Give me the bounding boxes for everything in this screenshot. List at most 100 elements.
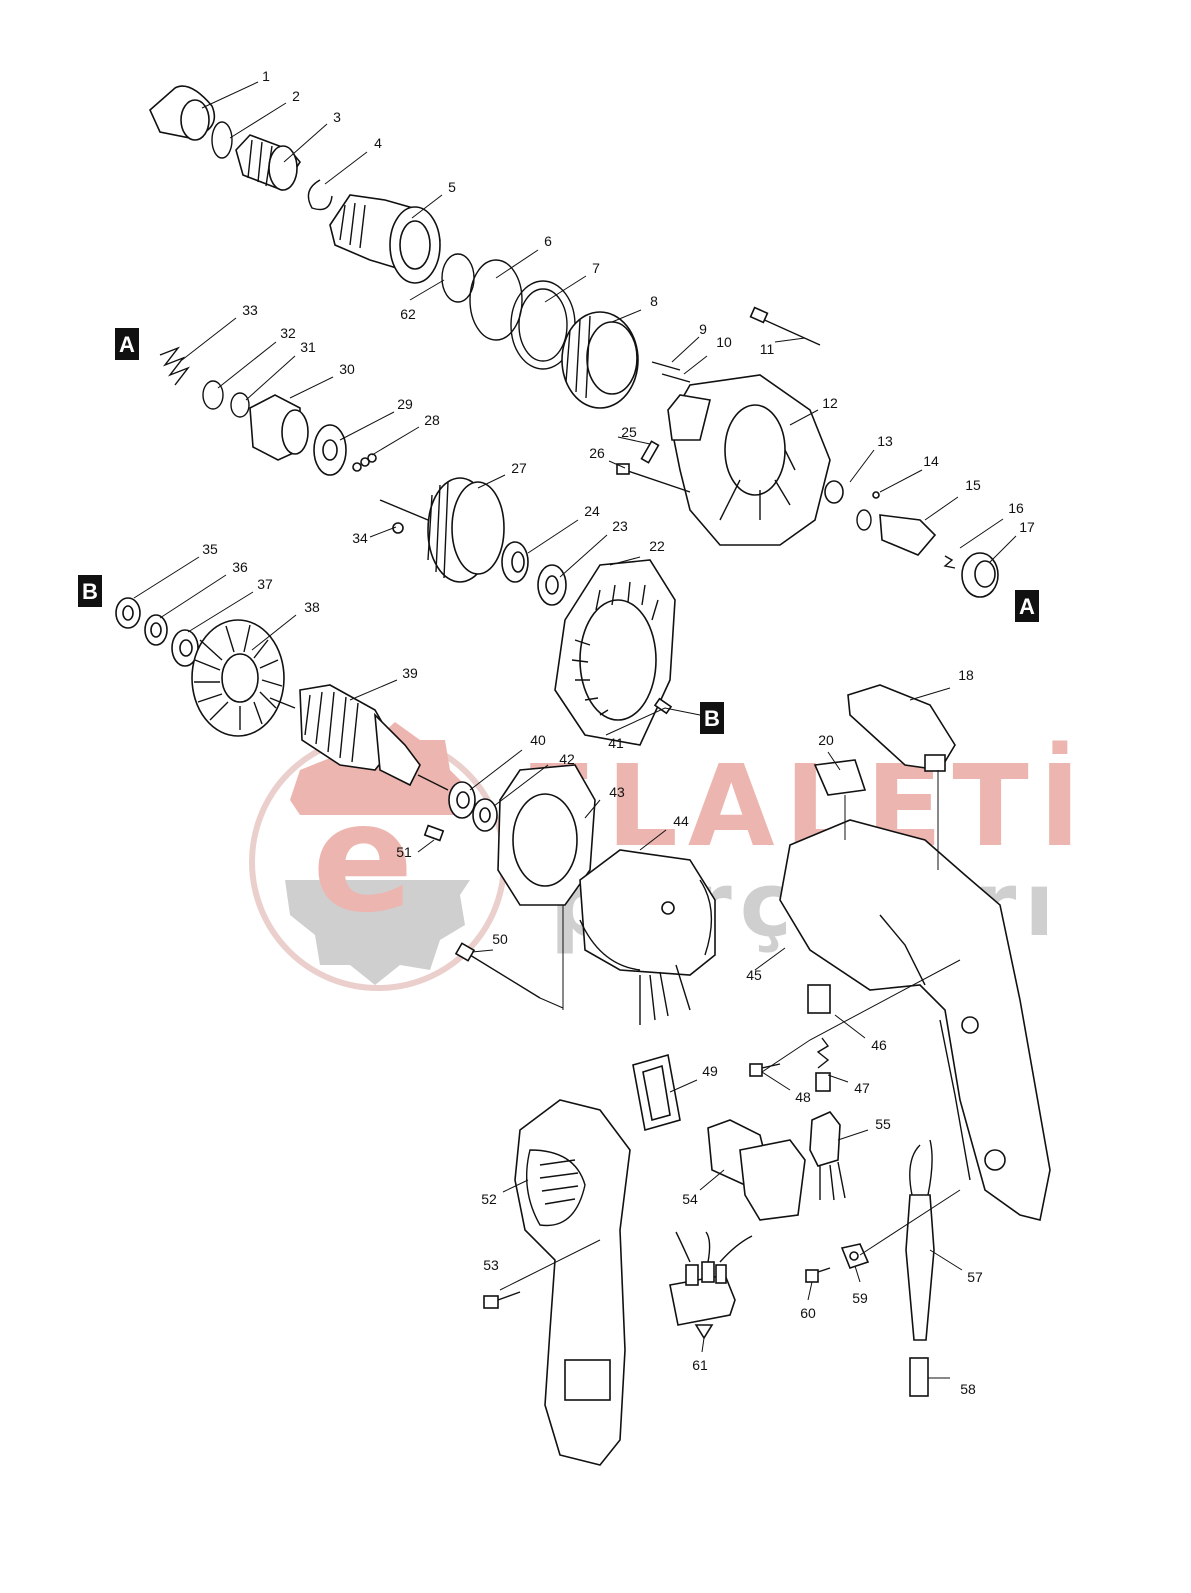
part-36-washer [144,614,168,646]
part-43-baffle [497,764,596,906]
part-label-57: 57 [967,1269,983,1285]
part-label-58: 58 [960,1381,976,1397]
part-label-17: 17 [1019,519,1035,535]
part-label-4: 4 [374,135,382,151]
part-label-16: 16 [1008,500,1024,516]
part-label-14: 14 [923,453,939,469]
part-label-44: 44 [673,813,689,829]
part-label-35: 35 [202,541,218,557]
part-61-switch [669,1231,753,1340]
part-label-36: 36 [232,559,248,575]
part-15-spindle [856,509,937,556]
part-29-washer [313,424,347,476]
part-label-7: 7 [592,260,600,276]
part-16-spring [943,555,956,569]
part-label-30: 30 [339,361,355,377]
part-51-pin [423,824,445,842]
leader-lines [133,81,1017,1379]
part-label-60: 60 [800,1305,816,1321]
part-label-52: 52 [481,1191,497,1207]
part-38-fan [191,619,285,737]
part-5-housing [329,194,441,284]
part-label-5: 5 [448,179,456,195]
part-20-label [813,759,867,796]
part-47-carbon-brush [815,1037,831,1092]
part-23-washer [537,564,567,606]
part-label-26: 26 [589,445,605,461]
part-22-baffle-plate [554,559,676,746]
marker-b-left: B [78,575,102,607]
part-label-62: 62 [400,306,416,322]
part-9-pin [651,361,681,371]
part-label-28: 28 [424,412,440,428]
part-52-handle [514,1099,631,1466]
part-label-61: 61 [692,1357,708,1373]
part-18-cover [847,684,956,772]
part-label-33: 33 [242,302,258,318]
part-44-field [579,849,716,1025]
part-label-24: 24 [584,503,600,519]
part-label-27: 27 [511,460,527,476]
part-6-washer [469,259,523,341]
part-label-15: 15 [965,477,981,493]
part-45-motor-housing [779,819,1051,1221]
part-49-grommet [632,1053,681,1132]
part-17-nut [961,552,999,598]
part-3-sleeve [235,134,301,191]
part-33-spring [159,346,191,386]
part-50-screw [454,942,541,999]
part-drawings [115,85,1051,1466]
part-2-ring [211,121,233,159]
marker-b-right: B [700,702,724,734]
part-label-11: 11 [760,341,775,357]
part-label-3: 3 [333,109,341,125]
part-label-9: 9 [699,321,707,337]
part-39-armature [269,684,449,791]
part-label-8: 8 [650,293,658,309]
svg-text:B: B [82,579,98,604]
part-55-suppressor [809,1111,846,1201]
marker-a-right: A [1015,590,1039,622]
part-8-ring-gear [561,311,639,409]
part-11-screw [749,306,821,346]
part-label-38: 38 [304,599,320,615]
part-58-sleeve [909,1357,929,1397]
svg-text:A: A [119,332,135,357]
part-label-50: 50 [492,931,508,947]
part-label-45: 45 [746,967,762,983]
part-59-clamp [840,1243,870,1269]
part-label-2: 2 [292,88,300,104]
part-label-53: 53 [483,1257,499,1273]
part-label-47: 47 [854,1080,870,1096]
part-label-39: 39 [402,665,418,681]
part-label-41: 41 [608,735,624,751]
part-label-32: 32 [280,325,296,341]
part-37-bearing [171,629,199,667]
watermark-logo-letter: e [312,772,414,946]
part-label-37: 37 [257,576,273,592]
part-label-20: 20 [818,732,834,748]
section-markers: A A B B [78,328,1039,734]
part-label-40: 40 [530,732,546,748]
svg-text:A: A [1019,594,1035,619]
part-label-29: 29 [397,396,413,412]
part-label-18: 18 [958,667,974,683]
part-label-34: 34 [352,530,368,546]
part-54-switch [707,1119,806,1221]
part-label-54: 54 [682,1191,698,1207]
part-label-42: 42 [559,751,575,767]
part-32-ring [202,380,224,410]
part-label-22: 22 [649,538,665,554]
part-41-pin [653,697,673,715]
part-40-bearing [448,781,476,819]
part-60-screw [805,1267,831,1283]
part-62-washer [441,253,475,303]
part-label-46: 46 [871,1037,887,1053]
part-13-bush [824,480,844,504]
part-53-screw [483,1291,521,1309]
part-label-48: 48 [795,1089,811,1105]
part-24-bearing [501,541,529,583]
